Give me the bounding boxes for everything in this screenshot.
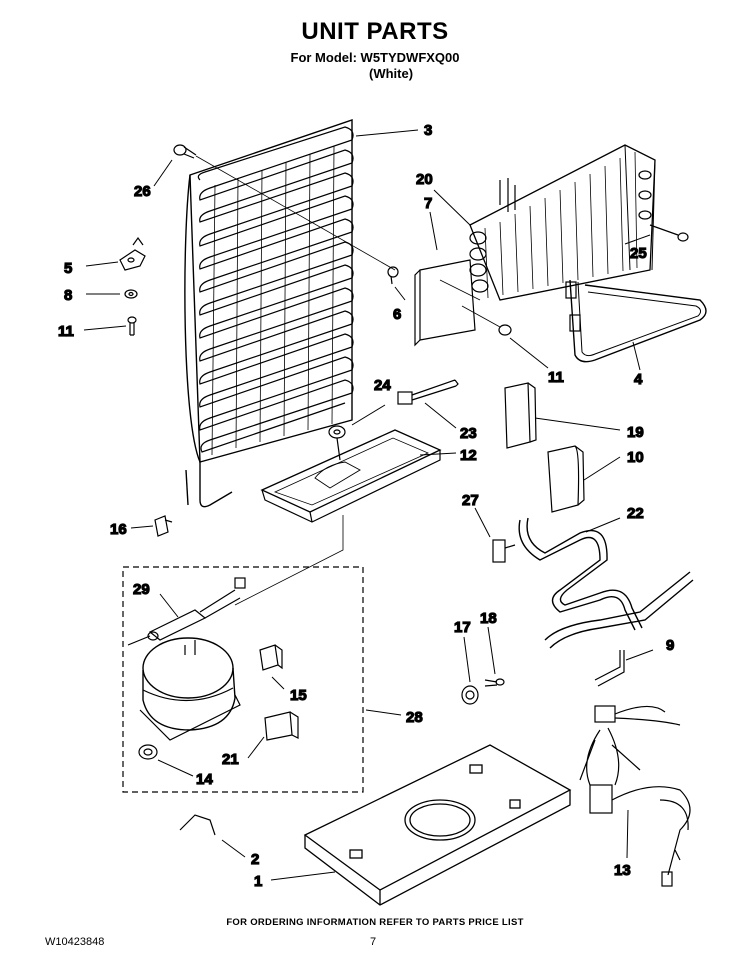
clip-27 [492, 539, 516, 563]
pan-to-compressor-line [234, 515, 344, 606]
callout-12: 12 [460, 447, 477, 464]
callout-29: 29 [133, 581, 150, 598]
callout-21: 21 [222, 751, 239, 768]
callout-1: 1 [254, 873, 262, 890]
callout-11-right: 11 [548, 369, 564, 386]
base-pan [303, 744, 572, 906]
wire-harness [579, 705, 691, 887]
start-device-29 [127, 577, 246, 646]
callout-20: 20 [416, 171, 433, 188]
callout-25: 25 [630, 245, 647, 262]
relay-15 [259, 644, 283, 671]
callout-17: 17 [454, 619, 471, 636]
screw-18 [484, 678, 505, 687]
evaporator-coil [469, 144, 656, 301]
tube-9 [594, 650, 625, 687]
model-line: For Model: W5TYDWFXQ00 [290, 50, 460, 65]
callout-16: 16 [110, 521, 127, 538]
leader-lines [83, 129, 654, 881]
callout-19: 19 [627, 424, 644, 441]
condenser-tubing [518, 517, 694, 649]
overload-21 [264, 711, 299, 741]
callout-9: 9 [666, 637, 674, 654]
sensor-23 [397, 379, 459, 405]
screw-11-left [127, 316, 137, 336]
callout-18: 18 [480, 610, 497, 627]
callout-4: 4 [634, 371, 643, 388]
evaporator-bracket-7 [414, 259, 481, 347]
screw-6 [387, 266, 399, 285]
bracket-2 [179, 814, 216, 836]
callout-13: 13 [614, 862, 631, 879]
callout-27: 27 [462, 492, 479, 509]
drain-pan [260, 429, 442, 523]
compressor-kit-box [122, 566, 364, 793]
clip-16 [154, 515, 173, 537]
grommet-17 [461, 685, 479, 705]
callout-22: 22 [627, 505, 644, 522]
condenser-coil [184, 119, 354, 508]
washer-8 [124, 289, 138, 299]
nut-24 [328, 425, 346, 461]
callout-24: 24 [374, 377, 391, 394]
callout-23: 23 [460, 425, 477, 442]
callout-3: 3 [424, 122, 432, 139]
ordering-note: FOR ORDERING INFORMATION REFER TO PARTS … [226, 917, 524, 928]
callout-28: 28 [406, 709, 423, 726]
bolt-26 [173, 144, 396, 271]
color-line: (White) [369, 66, 414, 81]
screw-25 [649, 224, 689, 242]
callout-15: 15 [290, 687, 307, 704]
callout-6: 6 [393, 306, 401, 323]
defrost-heater [565, 279, 707, 363]
callout-11-left: 11 [58, 323, 74, 340]
callout-7: 7 [424, 195, 432, 212]
page-number: 7 [370, 936, 377, 948]
callout-8: 8 [64, 287, 72, 304]
callout-10: 10 [627, 449, 644, 466]
compressor [138, 637, 241, 760]
page-title: UNIT PARTS [301, 18, 449, 45]
bracket-5 [119, 236, 146, 271]
document-number: W10423848 [45, 936, 105, 948]
callout-numbers: 3 26 5 8 11 6 20 7 25 11 4 24 23 12 19 1… [57, 121, 675, 890]
callout-14: 14 [196, 771, 213, 788]
filter-10 [547, 445, 585, 513]
callout-2: 2 [251, 851, 259, 868]
callout-5: 5 [64, 260, 72, 277]
screw-11-right [461, 305, 512, 336]
filter-19 [504, 382, 537, 449]
callout-26: 26 [134, 183, 151, 200]
